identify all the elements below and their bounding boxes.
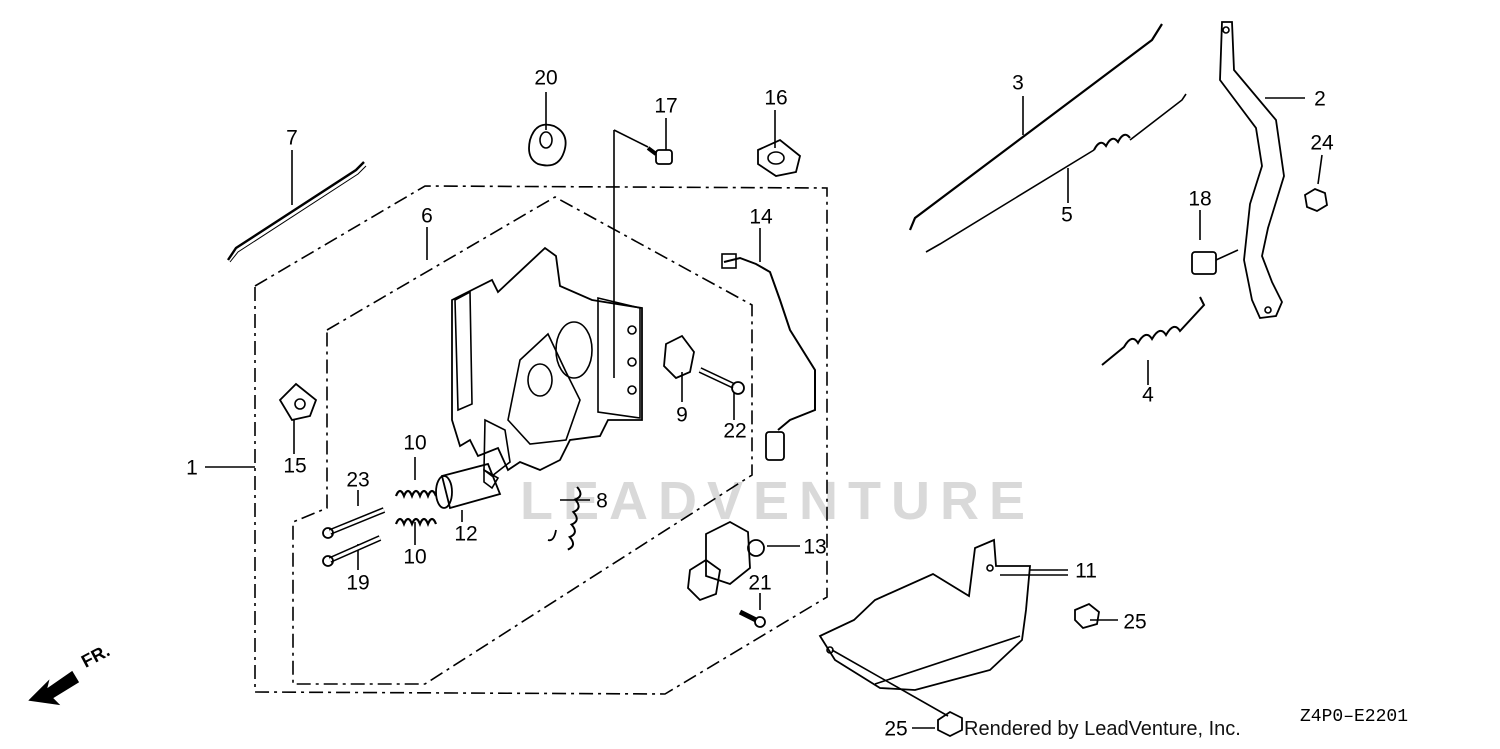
callout-19: 19 <box>346 571 370 595</box>
callout-14: 14 <box>749 205 773 229</box>
diagram-code: Z4P0–E2201 <box>1300 707 1409 727</box>
assembly-frame-inner <box>292 196 753 685</box>
callout-18: 18 <box>1188 187 1212 211</box>
callout-5: 5 <box>1061 203 1073 227</box>
callout-25-right: 25 <box>1123 610 1147 634</box>
callout-16: 16 <box>764 86 788 110</box>
callout-7: 7 <box>286 126 298 150</box>
callout-4: 4 <box>1142 383 1154 407</box>
callout-8: 8 <box>596 489 608 513</box>
callout-25-bottom: 25 <box>884 717 908 741</box>
callout-24: 24 <box>1310 131 1334 155</box>
watermark: LEADVENTURE <box>520 471 1036 531</box>
callout-10-lower: 10 <box>403 545 427 569</box>
callout-12: 12 <box>454 522 478 546</box>
callout-17: 17 <box>654 94 678 118</box>
callout-10-upper: 10 <box>403 431 427 455</box>
render-credit: Rendered by LeadVenture, Inc. <box>964 718 1241 740</box>
callout-20: 20 <box>534 66 558 90</box>
callout-3: 3 <box>1012 71 1024 95</box>
callout-2: 2 <box>1314 87 1326 111</box>
callout-6: 6 <box>421 204 433 228</box>
assembly-frame-outer <box>254 185 828 695</box>
callout-21: 21 <box>748 571 772 595</box>
callout-1: 1 <box>186 456 198 480</box>
callout-11: 11 <box>1075 559 1097 583</box>
callout-22: 22 <box>723 419 747 443</box>
callout-9: 9 <box>676 403 688 427</box>
callout-23: 23 <box>346 468 370 492</box>
callout-15: 15 <box>283 454 307 478</box>
callout-13: 13 <box>803 535 827 559</box>
